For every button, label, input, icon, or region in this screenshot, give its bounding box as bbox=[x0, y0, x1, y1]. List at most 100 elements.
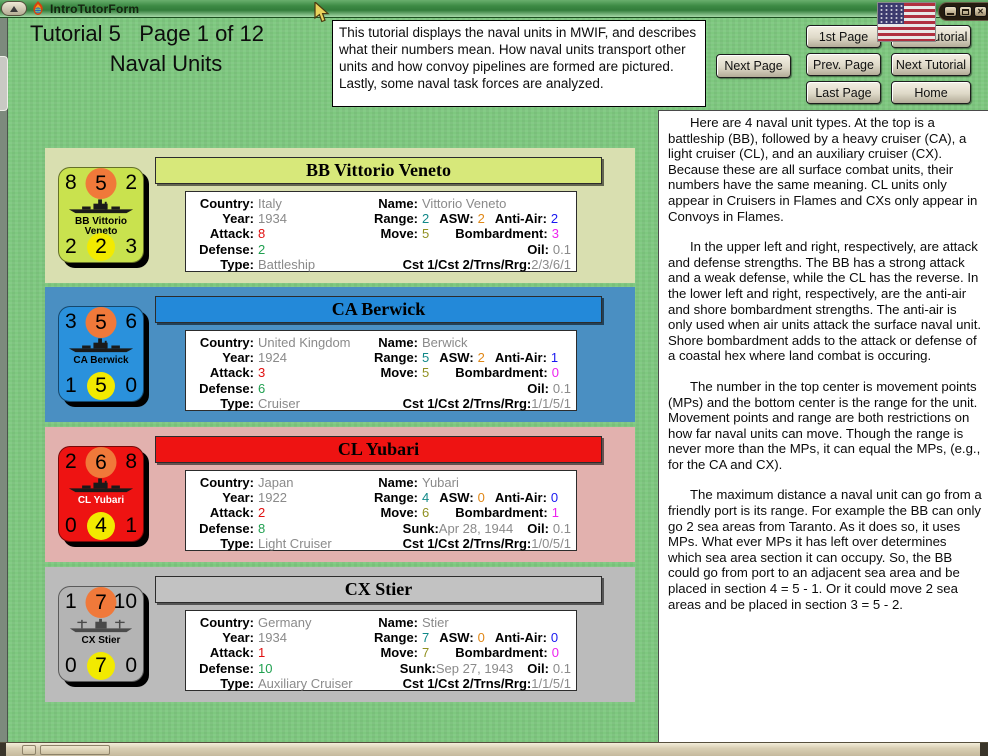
stat-value: 2 bbox=[258, 241, 266, 257]
tutorial-explanation-panel: Here are 4 naval unit types. At the top … bbox=[658, 110, 988, 742]
counter-move-circle: 7 bbox=[85, 587, 117, 618]
stat-label: Range: bbox=[373, 211, 418, 227]
stat-value: 10 bbox=[258, 660, 273, 676]
stat-value: Germany bbox=[258, 615, 312, 630]
us-flag-icon bbox=[877, 2, 936, 42]
counter-name-label: CX Stier bbox=[81, 635, 121, 646]
stat-row: Type:Light Cruiser Cst 1/Cst 2/Trns/Rrg:… bbox=[190, 536, 571, 551]
stat-value: 6 bbox=[258, 380, 266, 396]
stat-value: Italy bbox=[258, 196, 282, 211]
close-button[interactable]: ✕ bbox=[974, 6, 987, 17]
unit-header-title: CL Yubari bbox=[155, 436, 602, 463]
stat-label: Bombardment: bbox=[455, 226, 548, 242]
last-page-button[interactable]: Last Page bbox=[806, 81, 881, 104]
stat-value: 8 bbox=[258, 226, 266, 242]
stat-label: Oil: bbox=[527, 241, 549, 257]
stat-value: 6 bbox=[422, 505, 430, 521]
stat-label: Name: bbox=[378, 615, 418, 630]
stat-label: Bombardment: bbox=[455, 365, 548, 381]
stat-label: Cst 1/Cst 2/Trns/Rrg: bbox=[402, 395, 532, 411]
stat-value: 2 bbox=[422, 211, 430, 227]
stat-label: Oil: bbox=[527, 520, 549, 536]
counter-antiair-value: 0 bbox=[65, 654, 77, 677]
counter-antiair-value: 0 bbox=[65, 514, 77, 537]
stat-label: Attack: bbox=[209, 505, 254, 521]
unit-panel-bb: 8 5 2 BB Vittorio Veneto 2 2 3 BB Vittor… bbox=[45, 148, 635, 283]
stat-label: Move: bbox=[380, 365, 418, 381]
titlebar[interactable]: IntroTutorForm bbox=[0, 0, 988, 18]
stat-label: Bombardment: bbox=[455, 645, 548, 661]
system-menu-button[interactable] bbox=[1, 1, 27, 16]
stat-label: Name: bbox=[378, 335, 418, 350]
stat-value: Stier bbox=[422, 615, 449, 630]
stat-value: 0.1 bbox=[552, 520, 571, 536]
home-button[interactable]: Home bbox=[891, 81, 971, 104]
stat-value: 2 bbox=[550, 211, 559, 227]
maximize-button[interactable] bbox=[959, 6, 972, 17]
first-page-button[interactable]: 1st Page bbox=[806, 25, 881, 48]
stat-value: Cruiser bbox=[258, 395, 300, 411]
stat-label: Country: bbox=[199, 475, 254, 490]
stat-row: Defense:6 Oil:0.1 bbox=[190, 381, 571, 396]
taskbar-right-cap bbox=[980, 743, 988, 756]
counter-name-label: CL Yubari bbox=[77, 495, 125, 506]
counter-attack-value: 1 bbox=[65, 590, 77, 613]
counter-defense-value: 8 bbox=[125, 450, 137, 473]
tutorial-subtitle: Naval Units bbox=[109, 51, 223, 76]
tutorial-description-box: This tutorial displays the naval units i… bbox=[332, 20, 706, 107]
stat-row: Country:United Kingdom Name:Berwick bbox=[190, 335, 571, 350]
explanation-paragraph: The number in the top center is movement… bbox=[668, 378, 981, 472]
stat-label: Year: bbox=[222, 490, 254, 506]
stat-label: Anti-Air: bbox=[494, 350, 547, 366]
unit-header-title: BB Vittorio Veneto bbox=[155, 157, 602, 184]
taskbar-segment bbox=[22, 745, 36, 755]
counter-defense-value: 6 bbox=[125, 310, 137, 333]
stat-value: 7 bbox=[422, 645, 430, 661]
stat-label: Move: bbox=[380, 226, 418, 242]
stat-value: 2 bbox=[258, 505, 266, 521]
stat-label: Attack: bbox=[209, 226, 254, 242]
stat-label: Attack: bbox=[209, 365, 254, 381]
unit-panel-ca: 3 5 6 CA Berwick 1 5 0 CA Berwick Countr… bbox=[45, 287, 635, 422]
next-page-button[interactable]: Next Page bbox=[716, 54, 791, 78]
stat-value: 5 bbox=[422, 350, 430, 366]
unit-stats-cx: Country:Germany Name:Stier Year:1934 Ran… bbox=[185, 610, 577, 691]
flag-canton bbox=[878, 3, 904, 24]
taskbar[interactable] bbox=[0, 742, 988, 756]
minimize-button[interactable] bbox=[944, 6, 957, 17]
counter-bombardment-value: 0 bbox=[125, 374, 137, 397]
counter-move-circle: 5 bbox=[85, 307, 117, 338]
stat-value: United Kingdom bbox=[258, 335, 351, 350]
counter-name-label: BB Vittorio Veneto bbox=[74, 216, 128, 237]
stat-value: 2 bbox=[477, 350, 485, 366]
auxiliary-cruiser-silhouette-icon bbox=[67, 617, 135, 634]
stat-value: 3 bbox=[551, 226, 559, 242]
mouse-cursor-icon bbox=[314, 0, 331, 23]
counter-move-circle: 6 bbox=[85, 447, 117, 478]
unit-stats-cl: Country:Japan Name:Yubari Year:1922 Rang… bbox=[185, 470, 577, 551]
counter-range-circle: 7 bbox=[87, 652, 115, 680]
stat-value: Berwick bbox=[422, 335, 468, 350]
stat-value: 1 bbox=[550, 350, 559, 366]
prev-page-button[interactable]: Prev. Page bbox=[806, 53, 881, 76]
stat-value: 0 bbox=[477, 630, 485, 646]
unit-counter-bb: 8 5 2 BB Vittorio Veneto 2 2 3 bbox=[58, 167, 144, 263]
stat-label: Sunk: bbox=[399, 660, 436, 676]
stat-row: Type:Auxiliary Cruiser Cst 1/Cst 2/Trns/… bbox=[190, 676, 571, 691]
counter-defense-value: 10 bbox=[113, 590, 137, 613]
stat-value: 0 bbox=[477, 490, 485, 506]
light-cruiser-silhouette-icon bbox=[67, 477, 135, 494]
stat-row: Type:Battleship Cst 1/Cst 2/Trns/Rrg:2/3… bbox=[190, 257, 571, 272]
stat-label: Country: bbox=[199, 196, 254, 211]
stat-label: ASW: bbox=[439, 211, 474, 227]
stat-value: Auxiliary Cruiser bbox=[258, 675, 353, 691]
stat-value: 0.1 bbox=[552, 380, 571, 396]
stat-label: Anti-Air: bbox=[494, 630, 547, 646]
stat-value: Light Cruiser bbox=[258, 535, 332, 551]
next-tutorial-button[interactable]: Next Tutorial bbox=[891, 53, 971, 76]
stat-label: Year: bbox=[222, 211, 254, 227]
